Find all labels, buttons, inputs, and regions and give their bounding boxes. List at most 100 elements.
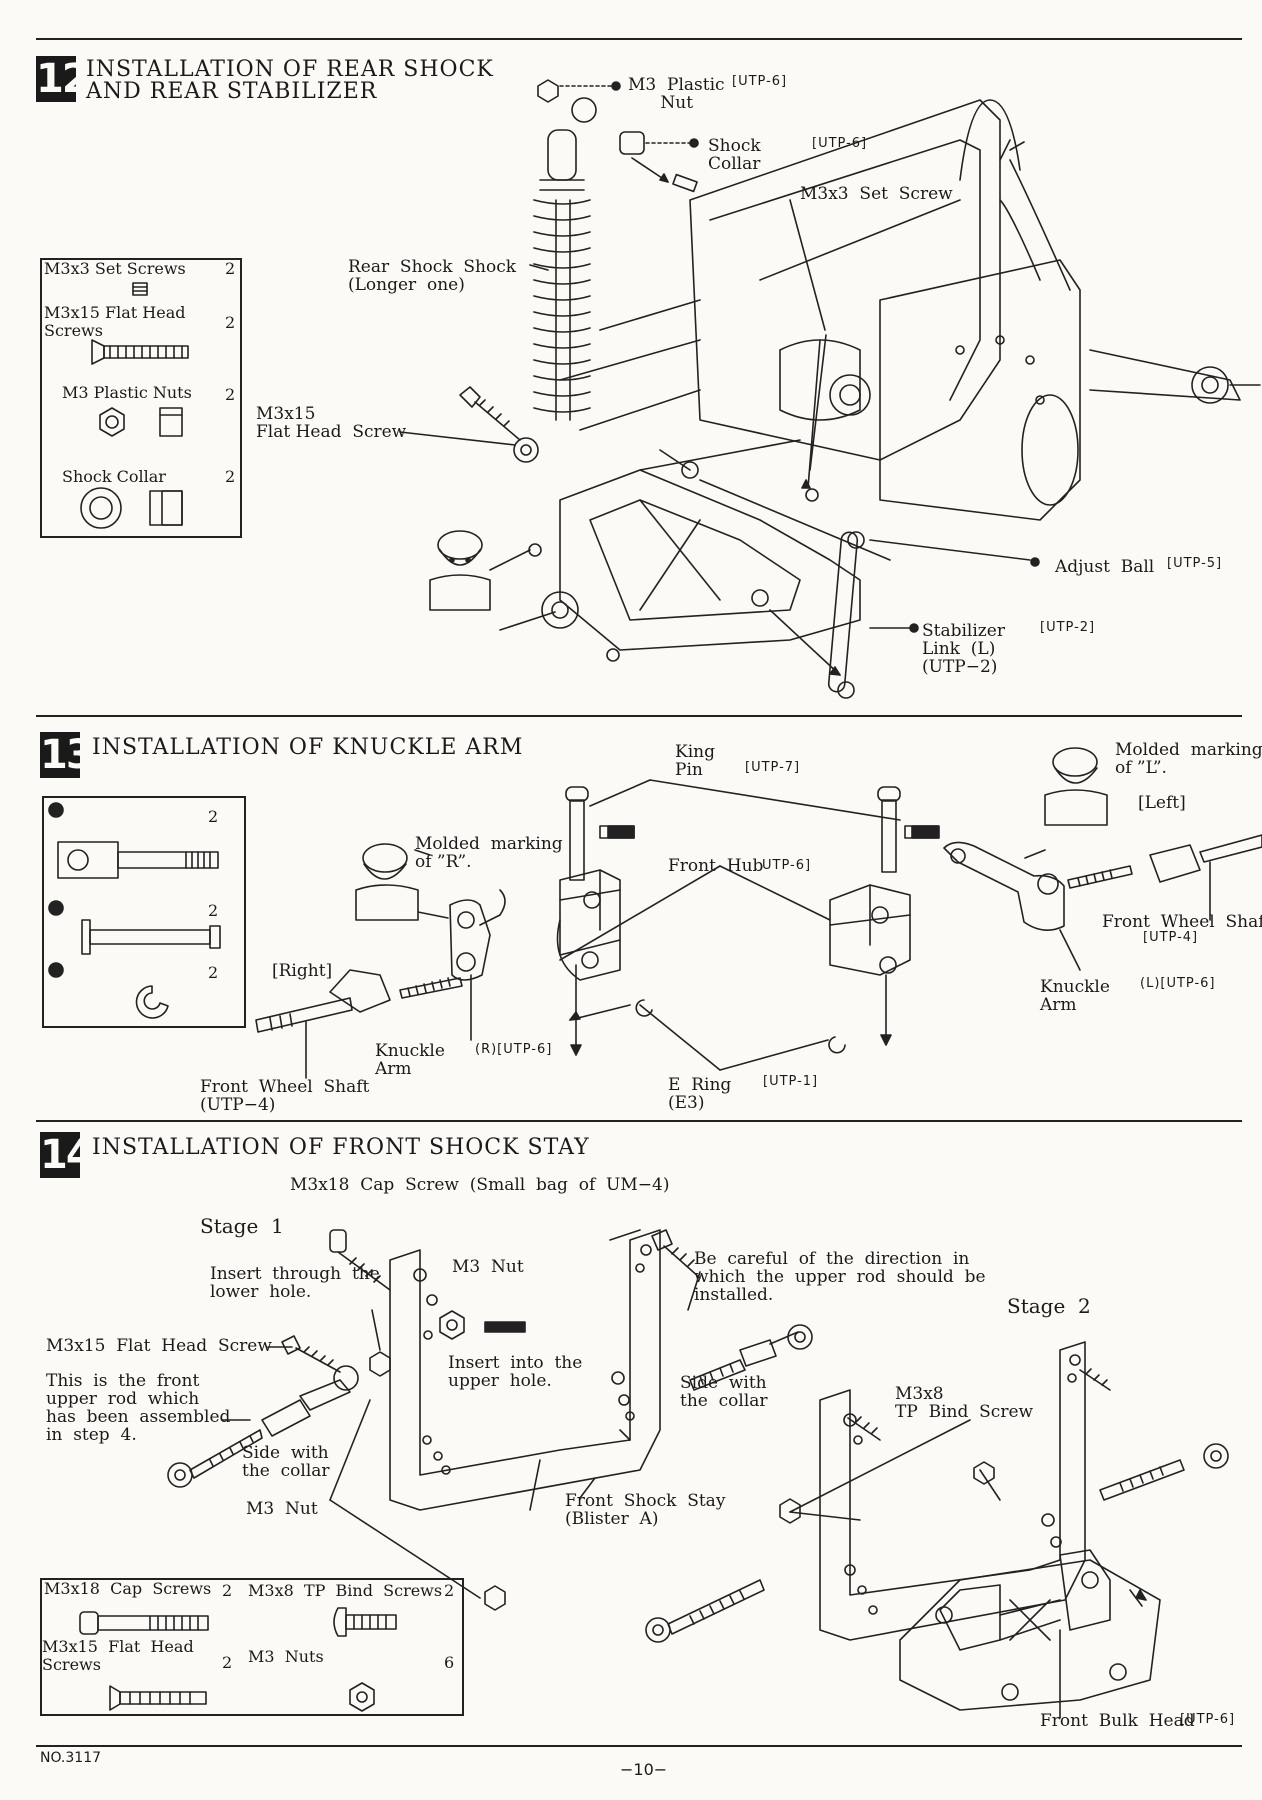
label-king-pin: King Pin bbox=[675, 742, 715, 780]
utp-bulk-head: [UTP-6] bbox=[1180, 1712, 1236, 1727]
front-shock-stay-stage2-icon bbox=[819, 1341, 1086, 1641]
cap-screws-parts-icon bbox=[79, 1611, 209, 1635]
front-wheel-shaft-right-icon bbox=[255, 969, 463, 1079]
label-flat-head-screw: M3x15 Flat Head Screw bbox=[256, 404, 407, 442]
part-shock-collar-label: Shock Collar bbox=[62, 467, 166, 486]
label-set-screw: M3x3 Set Screw bbox=[800, 184, 953, 204]
plastic-nut-icon bbox=[99, 407, 183, 437]
label-molded-l: Molded marking of ”L”. bbox=[1115, 740, 1262, 778]
part-wheel-shaft-qty: 2 bbox=[208, 807, 219, 826]
utp-front-wheel-shaft-l: [UTP-4] bbox=[1143, 930, 1199, 945]
rear-chassis-body bbox=[559, 99, 1261, 521]
bottom-rule bbox=[36, 1745, 1242, 1747]
utp-adjust-ball: [UTP-5] bbox=[1167, 556, 1223, 571]
part-plastic-nuts-label: M3 Plastic Nuts bbox=[62, 383, 192, 402]
label-front-hub: Front Hub bbox=[668, 856, 764, 876]
part-set-screws-label: M3x3 Set Screws bbox=[44, 259, 186, 278]
utp-stabilizer: [UTP-2] bbox=[1040, 620, 1096, 635]
step-13-title: INSTALLATION OF KNUCKLE ARM bbox=[92, 735, 524, 760]
label-front-bulk-head: Front Bulk Head bbox=[1040, 1711, 1195, 1731]
step-13-parts-box: 2 2 2 bbox=[42, 796, 246, 1028]
label-front-shock-stay: Front Shock Stay (Blister A) bbox=[565, 1491, 726, 1529]
step-14-title: INSTALLATION OF FRONT SHOCK STAY bbox=[92, 1135, 590, 1160]
front-upper-rod-right-icon bbox=[689, 1324, 813, 1391]
m3-nut-stage1-icons bbox=[369, 1310, 526, 1611]
part-tp-bind-qty: 2 bbox=[444, 1581, 455, 1600]
mascot-icon-12 bbox=[429, 530, 542, 611]
part-cap-screws-qty: 2 bbox=[222, 1581, 233, 1600]
flat-head-screw-rear-icon bbox=[399, 386, 521, 446]
adjust-ball-icon bbox=[751, 199, 1040, 676]
part-flat-head-label: M3x15 Flat Head Screws bbox=[44, 303, 186, 340]
label-molded-r: Molded marking of ”R”. bbox=[415, 834, 563, 872]
label-flat-head-screw-14: M3x15 Flat Head Screw bbox=[46, 1336, 272, 1356]
step-12-title-line2: AND REAR STABILIZER bbox=[86, 79, 378, 104]
utp-e-ring: [UTP-1] bbox=[763, 1074, 819, 1089]
utp-king-pin: [UTP-7] bbox=[745, 760, 801, 775]
section-divider-12-13 bbox=[36, 715, 1242, 717]
front-upper-rod-left-icon bbox=[167, 1365, 359, 1488]
label-cap-screw: M3x18 Cap Screw (Small bag of UM−4) bbox=[290, 1175, 670, 1195]
front-bulk-head-icon bbox=[899, 1549, 1161, 1719]
label-stage-2: Stage 2 bbox=[1007, 1294, 1091, 1318]
part-e-ring-qty: 2 bbox=[208, 963, 219, 982]
cap-screw-icon bbox=[329, 1229, 701, 1291]
utp-front-hub: UTP-6] bbox=[762, 858, 812, 873]
step-14-parts-box: M3x18 Cap Screws 2 M3x8 TP Bind Screws 2… bbox=[40, 1578, 464, 1716]
part-set-screws-qty: 2 bbox=[225, 259, 236, 278]
utp-knuckle-l: (L)[UTP-6] bbox=[1140, 976, 1216, 991]
utp-shock-collar: [UTP-6] bbox=[812, 136, 868, 151]
part-flat-head-14-label: M3x15 Flat Head Screws bbox=[42, 1637, 194, 1674]
rods-stage2-icon bbox=[645, 1443, 1229, 1643]
label-side-collar-right: Side with the collar bbox=[680, 1373, 768, 1411]
footer-page-number: −10− bbox=[620, 1760, 668, 1779]
step-12-title-line1: INSTALLATION OF REAR SHOCK bbox=[86, 57, 494, 82]
part-flat-head-qty: 2 bbox=[225, 313, 236, 332]
e-ring-left-icon bbox=[559, 779, 901, 1071]
part-shock-collar-qty: 2 bbox=[225, 467, 236, 486]
mascot-icon-13l bbox=[1024, 747, 1108, 859]
mascot-icon-13r bbox=[355, 843, 449, 921]
flat-head-screw-stage1-icon bbox=[281, 1335, 341, 1373]
label-knuckle-arm-r: Knuckle Arm bbox=[375, 1041, 445, 1079]
shock-collar-top-icon bbox=[619, 131, 699, 193]
step-12-parts-box: M3x3 Set Screws 2 M3x15 Flat Head Screws… bbox=[40, 258, 242, 538]
footer-model-number: NO.3117 bbox=[40, 1750, 102, 1766]
knuckle-arm-left-icon bbox=[943, 841, 1081, 971]
part-m3-nuts-qty: 6 bbox=[444, 1653, 455, 1672]
front-wheel-shaft-left-icon bbox=[1067, 834, 1262, 921]
label-shock-collar: Shock Collar bbox=[708, 136, 761, 174]
label-careful: Be careful of the direction in which the… bbox=[694, 1249, 986, 1305]
rear-shock-icon bbox=[513, 97, 597, 463]
label-front-wheel-shaft-r: Front Wheel Shaft (UTP−4) bbox=[200, 1077, 370, 1115]
label-m3-nut-top: M3 Nut bbox=[452, 1257, 524, 1277]
label-tp-bind-screw: M3x8 TP Bind Screw bbox=[895, 1384, 1034, 1422]
label-adjust-ball: Adjust Ball bbox=[1055, 557, 1155, 577]
grease-tag-icon bbox=[607, 825, 939, 839]
flat-head-screw-icon bbox=[91, 339, 189, 365]
part-flat-head-14-qty: 2 bbox=[222, 1653, 233, 1672]
label-front-wheel-shaft-l: Front Wheel Shaft bbox=[1102, 912, 1262, 932]
tp-bind-screw-icons bbox=[779, 1368, 1111, 1524]
leader-lines-12 bbox=[529, 264, 549, 271]
top-rule bbox=[36, 38, 1242, 40]
label-stabilizer-link: Stabilizer Link (L) (UTP−2) bbox=[922, 621, 1005, 677]
shock-collar-icon bbox=[80, 487, 183, 529]
rear-suspension-arm bbox=[499, 449, 891, 662]
e-ring-right-icon bbox=[569, 999, 653, 1021]
utp-plastic-nut: [UTP-6] bbox=[732, 74, 788, 89]
flat-head-screws-parts-icon bbox=[109, 1685, 207, 1711]
leader-lines-14 bbox=[221, 1271, 701, 1599]
label-front-upper-rod: This is the front upper rod which has be… bbox=[46, 1371, 231, 1445]
knuckle-arm-right-icon bbox=[449, 889, 506, 1041]
label-right: [Right] bbox=[272, 961, 333, 981]
stabilizer-link-icon bbox=[827, 531, 919, 699]
part-plastic-nuts-qty: 2 bbox=[225, 385, 236, 404]
label-m3-nut-bottom: M3 Nut bbox=[246, 1499, 318, 1519]
utp-knuckle-r: (R)[UTP-6] bbox=[475, 1042, 553, 1057]
label-insert-upper: Insert into the upper hole. bbox=[448, 1353, 583, 1391]
e-ring-icon bbox=[48, 962, 169, 1019]
part-king-pin-qty: 2 bbox=[208, 901, 219, 920]
front-hub-right-icon bbox=[556, 869, 621, 1056]
